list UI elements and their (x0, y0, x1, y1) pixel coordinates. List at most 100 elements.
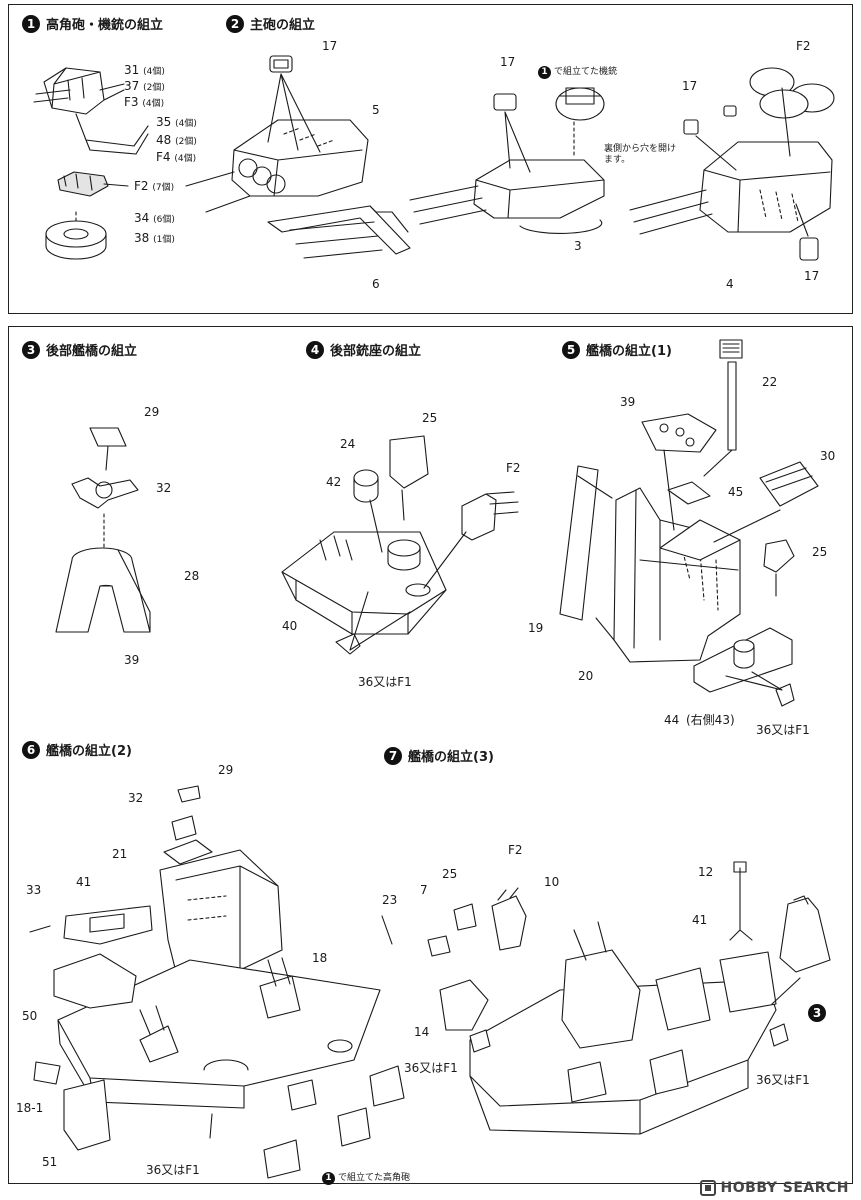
watermark-text: HOBBY SEARCH (720, 1180, 849, 1196)
part-label: 10 (544, 875, 560, 889)
part-no: 31 (124, 63, 140, 77)
part-label: 32 (128, 791, 144, 805)
part-label: 22 (762, 375, 778, 389)
part-label: 25 (812, 545, 828, 559)
part-qty: (6個) (153, 215, 175, 225)
step-6-title: 艦橋の組立(2) (46, 744, 132, 759)
part-no: F4 (156, 150, 171, 164)
part-label: 48 (2個) (156, 134, 197, 147)
part-label: 38 (1個) (134, 232, 175, 245)
part-no: 48 (156, 133, 172, 147)
part-label: 36又はF1 (404, 1061, 458, 1075)
part-qty: (2個) (143, 83, 165, 93)
part-label: 17 (322, 39, 338, 53)
part-label: 37 (2個) (124, 80, 165, 93)
part-label: 25 (442, 867, 458, 881)
part-label: F2 (7個) (134, 180, 174, 193)
drill-hole-note: 裏側から穴を開け ます。 (604, 144, 676, 167)
part-label: 33 (26, 883, 42, 897)
part-label: 28 (184, 569, 200, 583)
step-7-heading: 7 艦橋の組立(3) (384, 746, 494, 765)
step-4-number: 4 (306, 340, 324, 359)
step-ref-number: 1 (322, 1172, 335, 1185)
step-6-heading: 6 艦橋の組立(2) (22, 740, 132, 759)
part-label: F2 (506, 461, 521, 475)
step-5-title: 艦橋の組立(1) (586, 344, 672, 359)
part-no: 37 (124, 79, 140, 93)
part-label: 12 (698, 865, 714, 879)
part-label: 18-1 (16, 1101, 44, 1115)
step-3-heading: 3 後部艦橋の組立 (22, 340, 137, 359)
part-label: F3 (4個) (124, 96, 164, 109)
aa-gun-ref-note: 1 で組立てた高角砲 (322, 1172, 410, 1185)
part-qty: (4個) (143, 67, 165, 77)
part-qty: (4個) (175, 119, 197, 129)
step-5-number: 5 (562, 340, 580, 359)
step-7-title: 艦橋の組立(3) (408, 750, 494, 765)
part-label: 39 (620, 395, 636, 409)
part-no: 35 (156, 115, 172, 129)
part-label: 40 (282, 619, 298, 633)
part-label: 17 (500, 55, 516, 69)
step-ref-number: 3 (808, 1004, 826, 1022)
part-label: 20 (578, 669, 594, 683)
part-no: 38 (134, 231, 150, 245)
step-3-number: 3 (22, 340, 40, 359)
step-5-heading: 5 艦橋の組立(1) (562, 340, 672, 359)
machine-gun-ref-note: 1 で組立てた機銃 (538, 66, 617, 79)
part-qty: (4個) (174, 154, 197, 164)
step-1-number: 1 (22, 14, 40, 33)
part-label: 25 (422, 411, 438, 425)
part-label: 19 (528, 621, 544, 635)
hobby-search-logo-icon (699, 1180, 716, 1196)
part-label: 50 (22, 1009, 38, 1023)
part-label: 41 (76, 875, 92, 889)
part-label: F4 (4個) (156, 151, 196, 164)
part-label: 36又はF1 (146, 1163, 200, 1177)
panel-bottom (8, 326, 853, 1184)
part-label: (右側43) (686, 713, 735, 727)
part-label: 34 (6個) (134, 212, 175, 225)
panel-top (8, 4, 853, 314)
part-label: 31 (4個) (124, 64, 165, 77)
part-no: F3 (124, 95, 139, 109)
part-label: 21 (112, 847, 128, 861)
part-label: 45 (728, 485, 744, 499)
step-ref-number: 1 (538, 66, 551, 79)
step-2-title: 主砲の組立 (250, 18, 316, 33)
machine-gun-ref-text: で組立てた機銃 (554, 66, 618, 77)
part-label: 3 (574, 239, 582, 253)
part-label: 51 (42, 1155, 58, 1169)
step-4-title: 後部銃座の組立 (330, 344, 422, 359)
part-label: 24 (340, 437, 356, 451)
part-label: 17 (682, 79, 698, 93)
part-label: 36又はF1 (756, 1073, 810, 1087)
part-label: 36又はF1 (358, 675, 412, 689)
step-1-title: 高角砲・機銃の組立 (46, 18, 164, 33)
part-label: F2 (796, 39, 811, 53)
step-1-heading: 1 高角砲・機銃の組立 (22, 14, 163, 33)
part-label: 30 (820, 449, 836, 463)
part-label: 4 (726, 277, 734, 291)
part-label: 42 (326, 475, 342, 489)
drill-hole-note-line2: ます。 (604, 155, 631, 166)
step-6-number: 6 (22, 740, 40, 759)
part-qty: (4個) (142, 99, 165, 109)
step-4-heading: 4 後部銃座の組立 (306, 340, 421, 359)
part-no: F2 (134, 179, 149, 193)
part-label: 36又はF1 (756, 723, 810, 737)
part-qty: (2個) (175, 137, 197, 147)
part-label: 44 (664, 713, 680, 727)
part-label: 7 (420, 883, 428, 897)
part-no: 34 (134, 211, 150, 225)
part-label: 39 (124, 653, 140, 667)
step-2-number: 2 (226, 14, 244, 33)
part-qty: (1個) (153, 235, 175, 245)
part-label: 29 (144, 405, 160, 419)
aa-gun-ref-text: で組立てた高角砲 (338, 1172, 411, 1183)
part-label: F2 (508, 843, 523, 857)
step-3-title: 後部艦橋の組立 (46, 344, 138, 359)
part-label: 17 (804, 269, 820, 283)
part-qty: (7個) (152, 183, 175, 193)
part-label: 41 (692, 913, 708, 927)
